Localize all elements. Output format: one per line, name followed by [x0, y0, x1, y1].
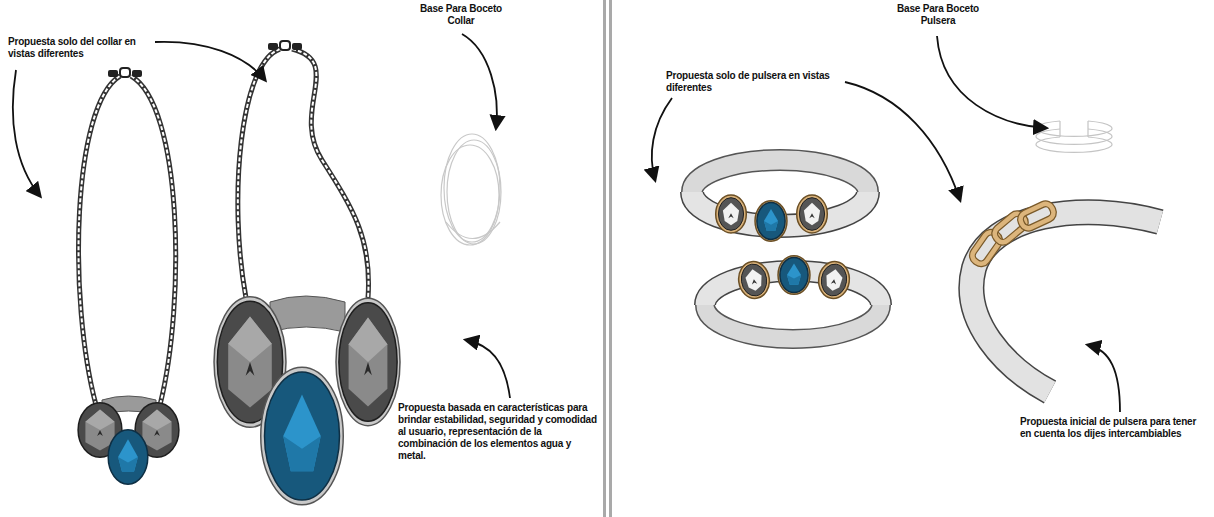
bracelet-top-view-part — [705, 305, 881, 339]
necklace-angled-view-part — [238, 49, 280, 298]
necklace-angled-view-part — [292, 49, 369, 298]
bracelet-top-view-part — [778, 256, 810, 295]
necklace-angled-view-part — [292, 49, 369, 298]
necklace-front-view-part — [108, 430, 148, 484]
bracelet-top-view-part — [816, 260, 851, 301]
necklace-angled-view-part — [261, 367, 344, 505]
annotation-text: Propuesta basada en características para… — [398, 402, 598, 462]
bracelet-front-view-part — [797, 195, 828, 233]
annotation-text: Base Para Boceto Pulsera — [892, 3, 984, 27]
bracelet-base-sketch-part — [1036, 129, 1112, 144]
bracelet-front-view-part — [755, 201, 787, 241]
necklace-front-view-part — [79, 76, 120, 405]
bracelet-initial-proposal-part-part — [1018, 202, 1056, 231]
necklace-front-view-part — [132, 70, 142, 77]
bracelet-initial-proposal — [970, 202, 1160, 392]
annotation-text: Propuesta solo del collar en vistas dife… — [8, 36, 158, 60]
necklace-angled-view-part — [292, 43, 302, 50]
leader-arrow-part — [845, 82, 960, 200]
necklace-base-sketch-part — [441, 145, 499, 245]
necklace-angled-view-part — [270, 296, 345, 332]
necklace-angled-view-part — [336, 298, 400, 425]
bracelet-base-sketch-part — [1060, 121, 1088, 137]
bracelet-initial-proposal-part-part — [1018, 202, 1056, 231]
bracelet-front-view-part — [692, 160, 868, 192]
bracelet-base-sketch-part — [1036, 137, 1112, 152]
bracelet-top-view-part — [736, 260, 771, 301]
necklace-base-sketch — [441, 134, 501, 245]
necklace-front-view-part — [120, 68, 130, 77]
necklace-front-view — [78, 68, 179, 484]
necklace-base-sketch-part — [444, 134, 500, 242]
bracelet-front-view — [692, 160, 868, 241]
annotation-text: Propuesta solo de pulsera en vistas dife… — [666, 70, 842, 94]
leader-arrow — [13, 34, 1120, 412]
bracelet-initial-proposal-part — [970, 202, 1056, 267]
bracelet-front-view-part — [692, 160, 868, 192]
necklace-base-sketch-part — [447, 140, 501, 244]
necklace-angled-view-part — [268, 43, 278, 50]
leader-arrow-part — [466, 340, 510, 398]
necklace-angled-view — [214, 41, 400, 505]
necklace-front-view-part — [79, 76, 120, 405]
leader-arrow-part — [1088, 345, 1120, 412]
annotation-text: Base Para Boceto Collar — [418, 3, 504, 27]
bracelet-base-sketch — [1036, 121, 1112, 152]
necklace-front-view-part — [108, 70, 118, 77]
necklace-angled-view-part — [280, 41, 290, 50]
bracelet-top-view-part — [705, 305, 881, 339]
necklace-base-sketch-part — [446, 222, 500, 239]
leader-arrow-part — [13, 70, 40, 196]
annotation-text: Propuesta inicial de pulsera para tener … — [1020, 416, 1206, 440]
panel-divider-part — [609, 0, 612, 517]
bracelet-top-view — [705, 256, 881, 339]
necklace-front-view-part — [131, 76, 176, 405]
necklace-angled-view-part — [238, 49, 280, 298]
bracelet-base-sketch-part — [1036, 121, 1112, 136]
bracelet-front-view-part — [716, 195, 747, 233]
leader-arrow-part — [462, 34, 497, 128]
necklace-front-view-part — [131, 76, 176, 405]
leader-arrow-part — [652, 98, 672, 180]
panel-divider — [603, 0, 612, 517]
leader-arrow-part — [937, 36, 1046, 128]
panel-divider-part — [603, 0, 606, 517]
leader-arrow-part — [155, 42, 265, 80]
